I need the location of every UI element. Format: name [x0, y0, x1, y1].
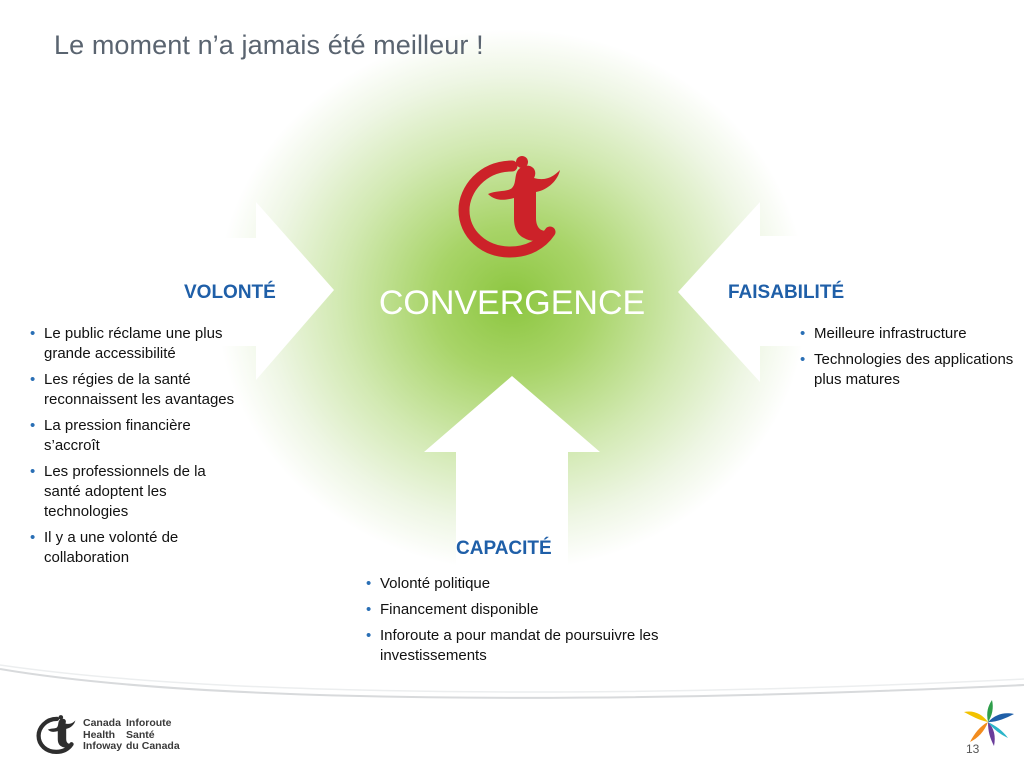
list-item: Inforoute a pour mandat de poursuivre le… [364, 626, 724, 666]
list-item: Financement disponible [364, 600, 724, 620]
logo-text-line: Infoway [83, 740, 123, 752]
faisabilite-heading: FAISABILITÉ [728, 282, 845, 303]
list-item: Technologies des applications plus matur… [798, 350, 1018, 390]
infoway-swirl-icon [458, 156, 560, 258]
logo-text-line: Inforoute [126, 717, 172, 729]
capacite-heading: CAPACITÉ [456, 538, 552, 559]
convergence-label: CONVERGENCE [378, 284, 646, 322]
logo-text-line: Canada [83, 717, 121, 729]
footer-swoosh [0, 664, 1024, 699]
logo-text-line: Health [83, 728, 116, 741]
list-item: Les régies de la santé reconnaissent les… [28, 370, 238, 410]
faisabilite-bullet-list: Meilleure infrastructure Technologies de… [798, 324, 1018, 396]
footer-logo-text-fr: Inforoute Santé du Canada [126, 717, 180, 753]
logo-text-line: Santé [126, 728, 155, 741]
capacite-bullet-list: Volonté politique Financement disponible… [364, 574, 724, 672]
multicolor-star-icon [964, 700, 1014, 746]
volonte-heading: VOLONTÉ [184, 282, 276, 303]
volonte-bullet-list: Le public réclame une plus grande access… [28, 324, 238, 574]
infoway-logo-icon [36, 715, 76, 754]
list-item: Volonté politique [364, 574, 724, 594]
list-item: Il y a une volonté de collaboration [28, 528, 238, 568]
list-item: Les professionnels de la santé adoptent … [28, 462, 238, 522]
slide-title: Le moment n’a jamais été meilleur ! [54, 30, 484, 60]
logo-text-line: du Canada [126, 740, 180, 752]
page-number: 13 [966, 742, 980, 756]
footer-logo-text-en: Canada Health Infoway [83, 717, 123, 753]
list-item: Meilleure infrastructure [798, 324, 1018, 344]
list-item: Le public réclame une plus grande access… [28, 324, 238, 364]
list-item: La pression financière s’accroît [28, 416, 238, 456]
